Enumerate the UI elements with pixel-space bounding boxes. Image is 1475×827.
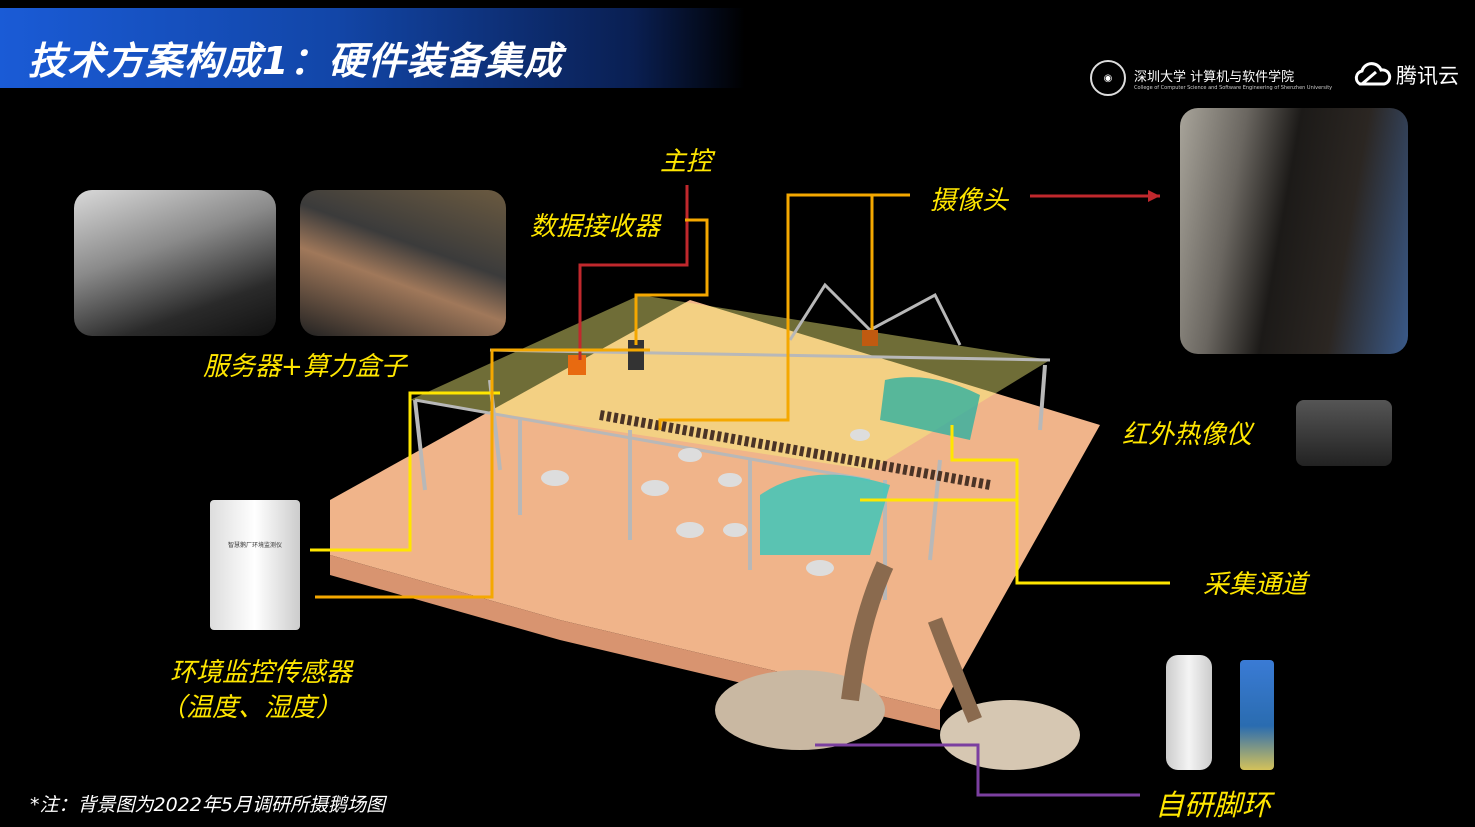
geese bbox=[541, 429, 870, 576]
label-thermal: 红外热像仪 bbox=[1122, 420, 1253, 450]
label-data-receiver: 数据接收器 bbox=[530, 212, 661, 242]
footnote: *注：背景图为2022年5月调研所摄鹅场图 bbox=[30, 794, 385, 816]
server-photo-2 bbox=[300, 190, 506, 336]
szu-logo: ◉ 深圳大学 计算机与软件学院 College of Computer Scie… bbox=[1090, 60, 1332, 96]
label-env-sensor-detail: （温度、湿度） bbox=[160, 693, 343, 723]
label-main-control: 主控 bbox=[660, 147, 713, 177]
shelter bbox=[760, 474, 890, 555]
big-geese bbox=[715, 561, 1080, 770]
label-camera: 摄像头 bbox=[930, 186, 1009, 216]
thermal-camera-image bbox=[1296, 400, 1392, 466]
server-photo-1 bbox=[74, 190, 276, 336]
label-channel: 采集通道 bbox=[1203, 570, 1308, 600]
main-control-device bbox=[568, 355, 586, 375]
tencent-cloud-logo: 腾讯云 bbox=[1352, 60, 1459, 90]
slide-title: 技术方案构成1：硬件装备集成 bbox=[28, 39, 563, 83]
camera-install-photo bbox=[1180, 108, 1408, 354]
label-leg-ring: 自研脚环 bbox=[1155, 788, 1272, 822]
data-receiver-device bbox=[628, 340, 644, 370]
callout-lines bbox=[310, 185, 1170, 797]
shelter bbox=[880, 377, 980, 440]
leg-ring-white-image bbox=[1166, 655, 1212, 770]
label-server: 服务器+算力盒子 bbox=[203, 352, 407, 382]
cloud-icon bbox=[1354, 62, 1392, 86]
shed-roof bbox=[410, 295, 1050, 470]
label-env-sensor: 环境监控传感器 bbox=[170, 658, 353, 688]
camera-device bbox=[862, 330, 878, 346]
title-bar bbox=[0, 8, 745, 88]
env-sensor-image: 智慧鹅厂环境监测仪 bbox=[210, 500, 300, 630]
university-seal-icon: ◉ bbox=[1090, 60, 1126, 96]
leg-ring-pcb-image bbox=[1240, 660, 1274, 770]
